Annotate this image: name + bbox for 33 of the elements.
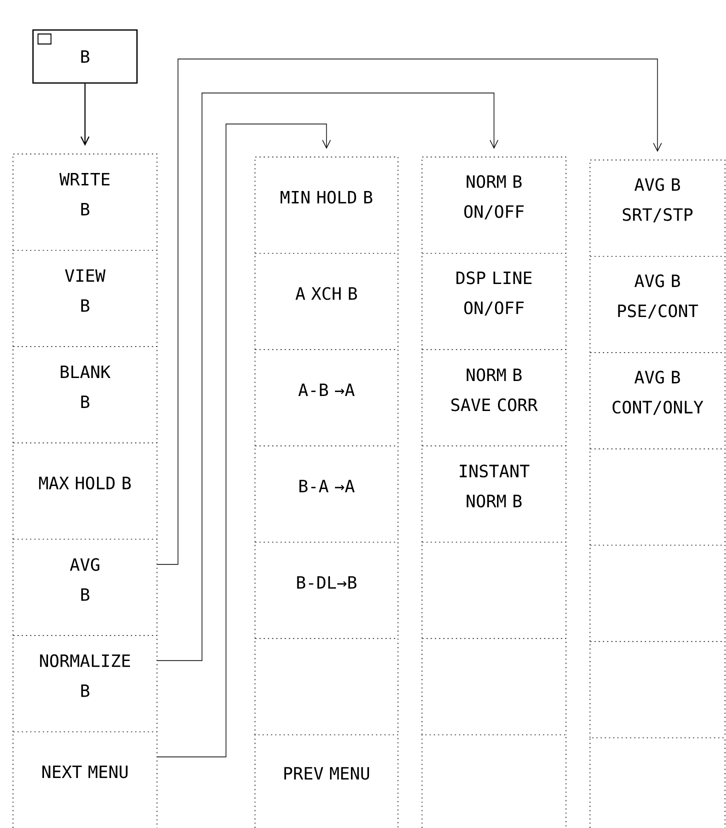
- menu-cell: MAX HOLD B: [12, 442, 158, 540]
- menu-cell: VIEW B: [12, 250, 158, 347]
- menu-cell: [422, 542, 566, 639]
- menu-cell: [590, 544, 726, 642]
- menu-cell: [590, 737, 726, 828]
- menu-cell: DSP LINE ON/OFF: [422, 252, 566, 350]
- menu-cell: [254, 638, 398, 736]
- menu-cell: NORM B SAVE CORR: [422, 349, 566, 446]
- menu-cell: [590, 641, 726, 738]
- menu-cell: NORMALIZE B: [12, 635, 158, 732]
- menu-cell: NORM B ON/OFF: [422, 156, 566, 254]
- menu-cell: PREV MENU: [254, 734, 398, 828]
- softkey-box: B: [32, 29, 138, 84]
- menu-cell: MIN HOLD B: [254, 156, 398, 254]
- menu-cell: A-B →A: [254, 349, 398, 446]
- arrow: [80, 84, 90, 146]
- menu-cell: NEXT MENU: [12, 731, 158, 828]
- menu-cell: AVG B CONT/ONLY: [590, 352, 726, 450]
- menu-cell: AVG B PSE/CONT: [590, 256, 726, 353]
- arrow: [156, 58, 662, 565]
- menu-cell: B-DL→B: [254, 542, 398, 639]
- arrow: [156, 92, 498, 661]
- menu-cell: [422, 638, 566, 736]
- menu-cell: A XCH B: [254, 252, 398, 350]
- menu-cell: AVG B: [12, 538, 158, 636]
- menu-cell: AVG B SRT/STP: [590, 160, 726, 257]
- menu-cell: [422, 734, 566, 828]
- menu-cell: [590, 448, 726, 546]
- arrow: [156, 124, 331, 758]
- menu-cell: B-A →A: [254, 446, 398, 543]
- menu-cell: BLANK B: [12, 346, 158, 444]
- menu-cell: WRITE B: [12, 154, 158, 251]
- menu-cell: INSTANT NORM B: [422, 446, 566, 543]
